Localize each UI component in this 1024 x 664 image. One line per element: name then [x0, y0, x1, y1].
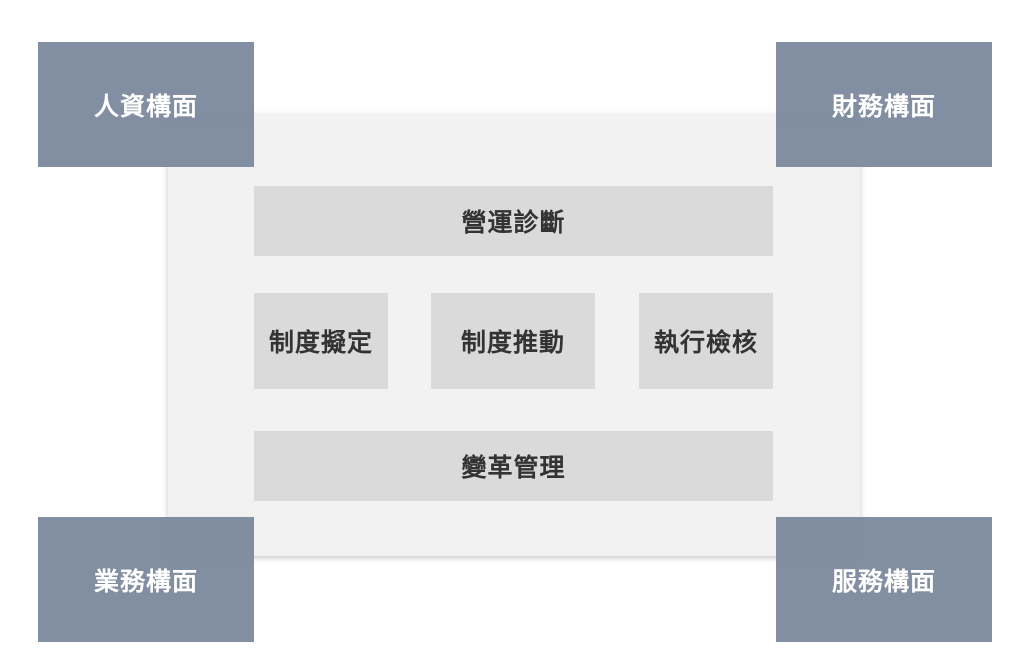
operation-diagnosis-box: 營運診斷	[254, 186, 773, 256]
operation-diagnosis-label: 營運診斷	[461, 208, 566, 237]
hr-aspect-label: 人資構面	[93, 91, 198, 121]
service-aspect-box: 服務構面	[776, 517, 992, 642]
service-aspect-label: 服務構面	[831, 566, 936, 596]
finance-aspect-box: 財務構面	[776, 42, 992, 167]
finance-aspect-label: 財務構面	[831, 91, 936, 121]
policy-drafting-box: 制度擬定	[254, 293, 388, 389]
policy-promotion-box: 制度推動	[431, 293, 595, 389]
hr-aspect-box: 人資構面	[38, 42, 254, 167]
business-aspect-label: 業務構面	[93, 566, 198, 596]
change-management-box: 變革管理	[254, 431, 773, 501]
policy-drafting-label: 制度擬定	[268, 328, 373, 357]
policy-promotion-label: 制度推動	[460, 328, 565, 357]
execution-review-box: 執行檢核	[639, 293, 773, 389]
execution-review-label: 執行檢核	[653, 328, 758, 357]
change-management-label: 變革管理	[461, 453, 566, 482]
business-aspect-box: 業務構面	[38, 517, 254, 642]
